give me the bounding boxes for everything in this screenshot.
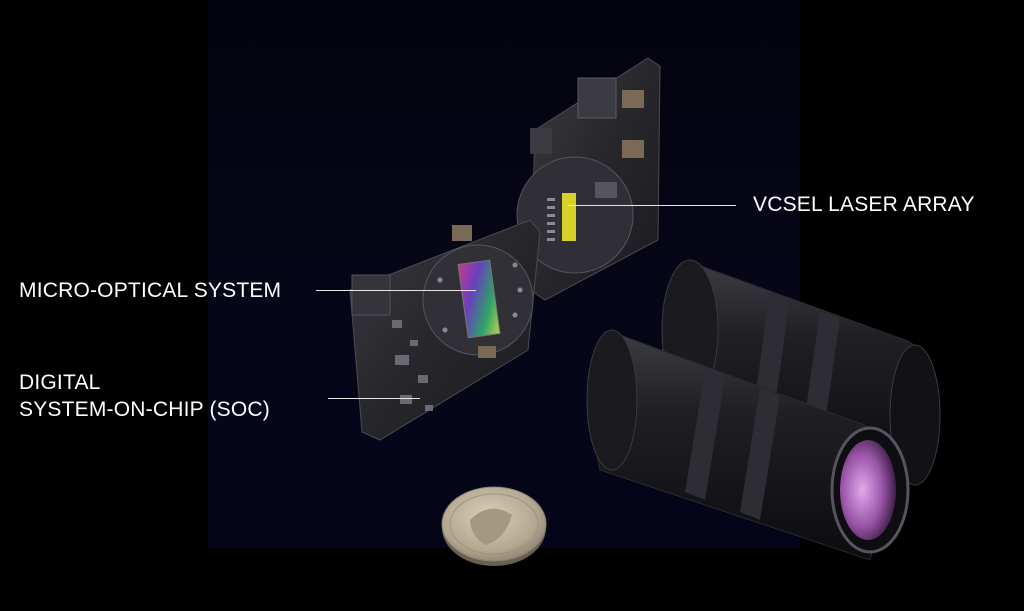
coin <box>441 486 547 566</box>
optics-soc-board <box>349 219 541 441</box>
soc-leader-line <box>328 398 420 399</box>
soc-label: DIGITAL SYSTEM-ON-CHIP (SOC) <box>19 369 270 423</box>
soc-label-line-2: SYSTEM-ON-CHIP (SOC) <box>19 398 270 421</box>
vcsel-chip <box>562 193 576 241</box>
lens-glass <box>840 440 896 540</box>
micro-optical-label: MICRO-OPTICAL SYSTEM <box>19 279 282 302</box>
lens-assembly <box>586 259 941 561</box>
micro-optical-leader-line <box>316 290 476 291</box>
vcsel-label: VCSEL LASER ARRAY <box>753 193 975 216</box>
micro-optical-sensor <box>457 259 501 339</box>
vcsel-board <box>516 57 661 301</box>
soc-label-line-1: DIGITAL <box>19 371 101 394</box>
vcsel-leader-line <box>568 205 736 206</box>
